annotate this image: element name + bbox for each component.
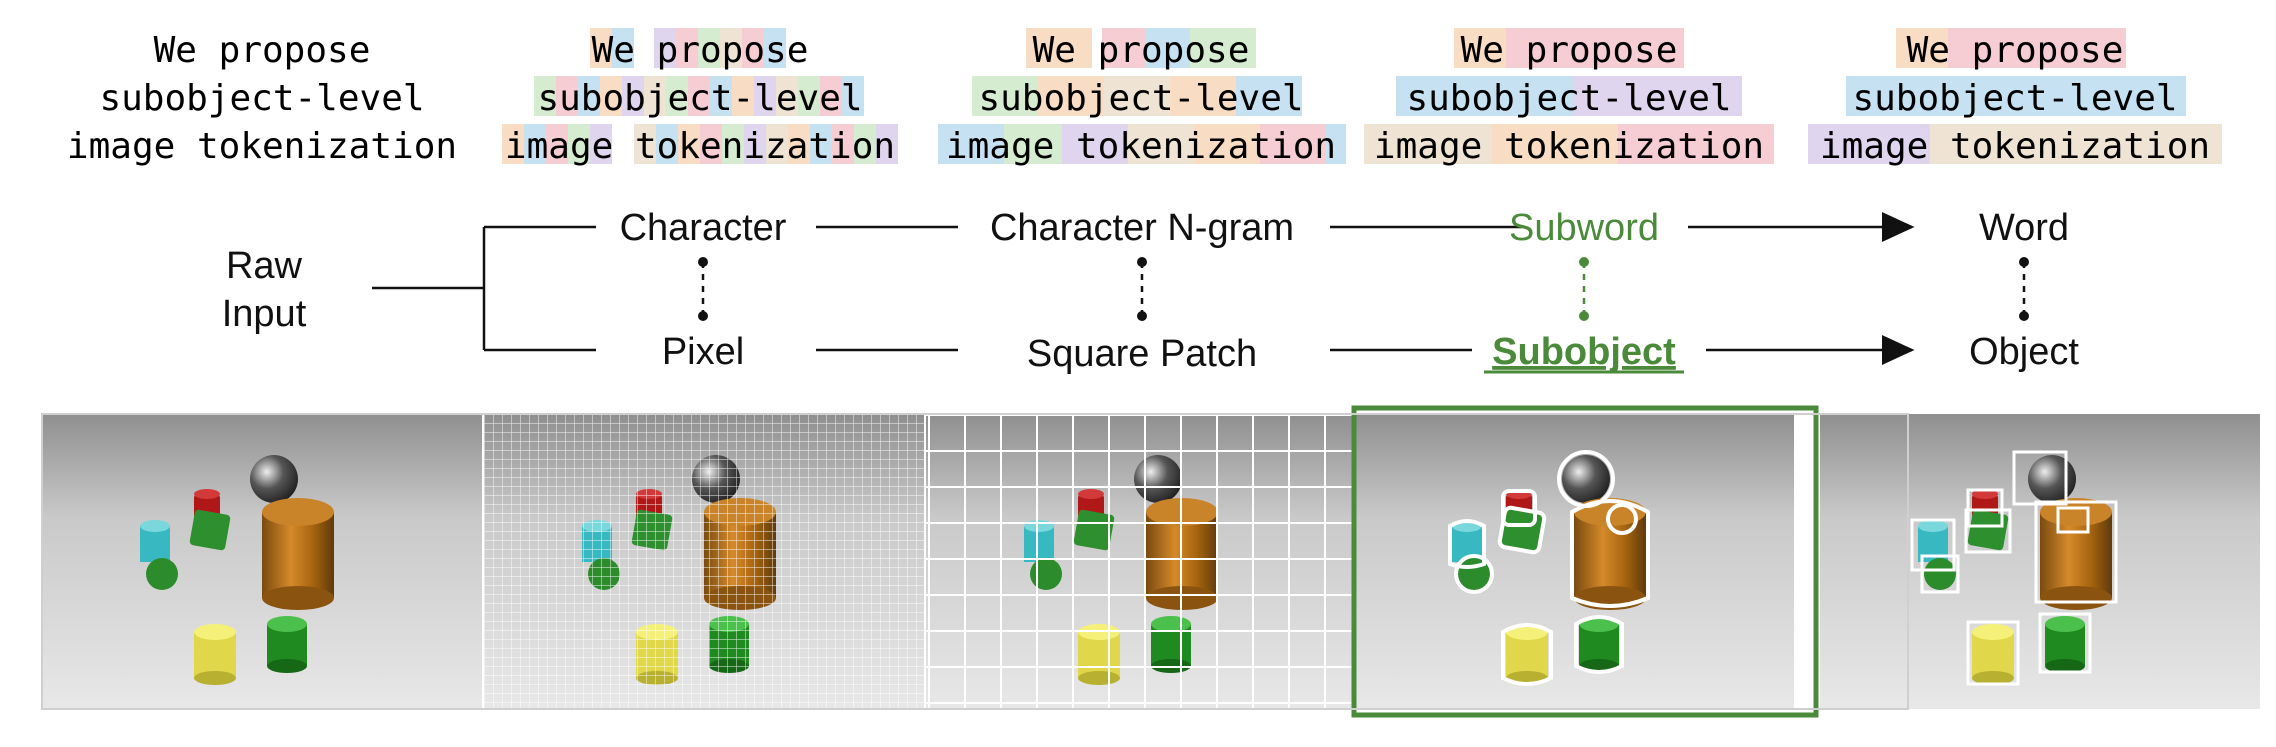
label-object: Object bbox=[1969, 331, 2079, 373]
square-patch-image bbox=[926, 414, 1366, 709]
svg-text:subobject-level: subobject-level bbox=[1406, 78, 1731, 119]
svg-text:Raw: Raw bbox=[226, 245, 303, 287]
sentence-ngram-tokens: We propose subobject-level image tokeniz… bbox=[938, 28, 1346, 167]
label-square-patch: Square Patch bbox=[1027, 333, 1257, 375]
object-box-image bbox=[1820, 414, 2260, 709]
svg-text:Input: Input bbox=[222, 293, 307, 335]
svg-text:image tokenization: image tokenization bbox=[946, 126, 1336, 167]
flow-connectors bbox=[372, 212, 1915, 365]
raw-image bbox=[42, 414, 482, 709]
svg-text:We propose: We propose bbox=[1461, 30, 1678, 71]
dotted-links bbox=[698, 257, 2029, 321]
svg-text:subobject-level: subobject-level bbox=[99, 78, 424, 119]
label-word: Word bbox=[1979, 207, 2069, 249]
svg-text:subobject-level: subobject-level bbox=[1852, 78, 2177, 119]
raw-input-label: Raw Input bbox=[222, 245, 307, 335]
svg-text:subobject-level: subobject-level bbox=[537, 78, 862, 119]
svg-text:subobject-level: subobject-level bbox=[978, 78, 1303, 119]
sentence-character-tokens: We propose subobject-level image tokeniz… bbox=[502, 28, 898, 167]
panels-frame bbox=[41, 413, 1909, 710]
svg-text:image tokenization: image tokenization bbox=[1820, 126, 2210, 167]
subobject-image bbox=[1351, 405, 1819, 718]
label-subword: Subword bbox=[1509, 207, 1659, 249]
sentence-subword-tokens: We propose subobject-level image tokeniz… bbox=[1364, 28, 1774, 167]
svg-text:image tokenization: image tokenization bbox=[505, 126, 895, 167]
sentence-raw: We propose subobject-level image tokeniz… bbox=[67, 30, 457, 167]
pixel-grid-image bbox=[484, 414, 924, 709]
svg-text:We propose: We propose bbox=[592, 30, 809, 71]
svg-text:image tokenization: image tokenization bbox=[67, 126, 457, 167]
sentence-word-tokens: We propose subobject-level image tokeniz… bbox=[1808, 28, 2222, 167]
label-pixel: Pixel bbox=[662, 331, 744, 373]
label-character-ngram: Character N-gram bbox=[990, 207, 1294, 249]
svg-text:We propose: We propose bbox=[1907, 30, 2124, 71]
svg-text:We propose: We propose bbox=[1033, 30, 1250, 71]
label-subobject: Subobject bbox=[1492, 331, 1676, 373]
label-character: Character bbox=[620, 207, 787, 249]
svg-text:image tokenization: image tokenization bbox=[1374, 126, 1764, 167]
svg-text:We propose: We propose bbox=[154, 30, 371, 71]
